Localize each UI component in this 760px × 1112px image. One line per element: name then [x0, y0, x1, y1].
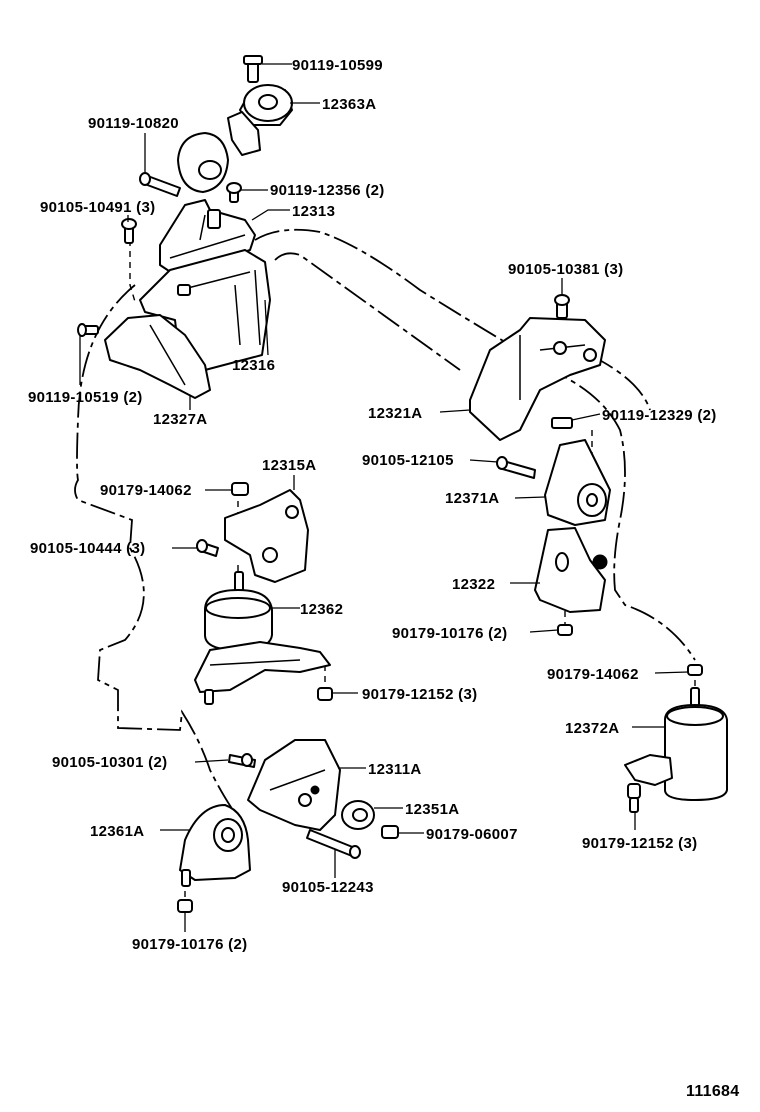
part-label: 90179-14062 [100, 482, 192, 499]
part-label: 12371A [445, 490, 499, 507]
part-label: 90105-12243 [282, 879, 374, 896]
rear-mount-12372A [624, 664, 728, 813]
part-label: 90105-10381 (3) [508, 261, 623, 278]
part-label: 12315A [262, 457, 316, 474]
part-label: 12351A [405, 801, 459, 818]
part-label: 12316 [232, 357, 275, 374]
part-label: 12313 [292, 203, 335, 220]
front-mount-12362 [194, 482, 333, 705]
lower-bracket-12311A [228, 739, 399, 859]
left-mount-bracket-12313 [77, 199, 271, 399]
part-label: 90105-12105 [362, 452, 454, 469]
part-label: 90119-10599 [292, 57, 383, 74]
lower-mount-12361A [177, 804, 251, 913]
part-label: 90179-14062 [547, 666, 639, 683]
part-label: 12322 [452, 576, 495, 593]
part-label: 90105-10301 (2) [52, 754, 167, 771]
part-label: 12361A [90, 823, 144, 840]
part-label: 12363A [322, 96, 376, 113]
upper-mount-12363A [139, 55, 293, 203]
part-label: 90105-10491 (3) [40, 199, 155, 216]
part-label: 90119-12329 (2) [602, 407, 717, 424]
part-label: 90119-12356 (2) [270, 182, 385, 199]
part-label: 90179-10176 (2) [132, 936, 247, 953]
part-label: 90179-06007 [426, 826, 518, 843]
part-label: 90105-10444 (3) [30, 540, 145, 557]
part-label: 12372A [565, 720, 619, 737]
part-label: 12362 [300, 601, 343, 618]
diagram-number: 111684 [686, 1083, 739, 1100]
part-label: 90179-12152 (3) [582, 835, 697, 852]
part-label: 12311A [368, 761, 422, 778]
part-label: 12321A [368, 405, 422, 422]
leader-lines [79, 63, 689, 932]
part-labels: 90119-10599 12363A 90119-10820 90119-123… [28, 57, 739, 1100]
part-label: 90179-10176 (2) [392, 625, 507, 642]
part-label: 12327A [153, 411, 207, 428]
part-label: 90119-10519 (2) [28, 389, 143, 406]
part-label: 90179-12152 (3) [362, 686, 477, 703]
part-label: 90119-10820 [88, 115, 179, 132]
